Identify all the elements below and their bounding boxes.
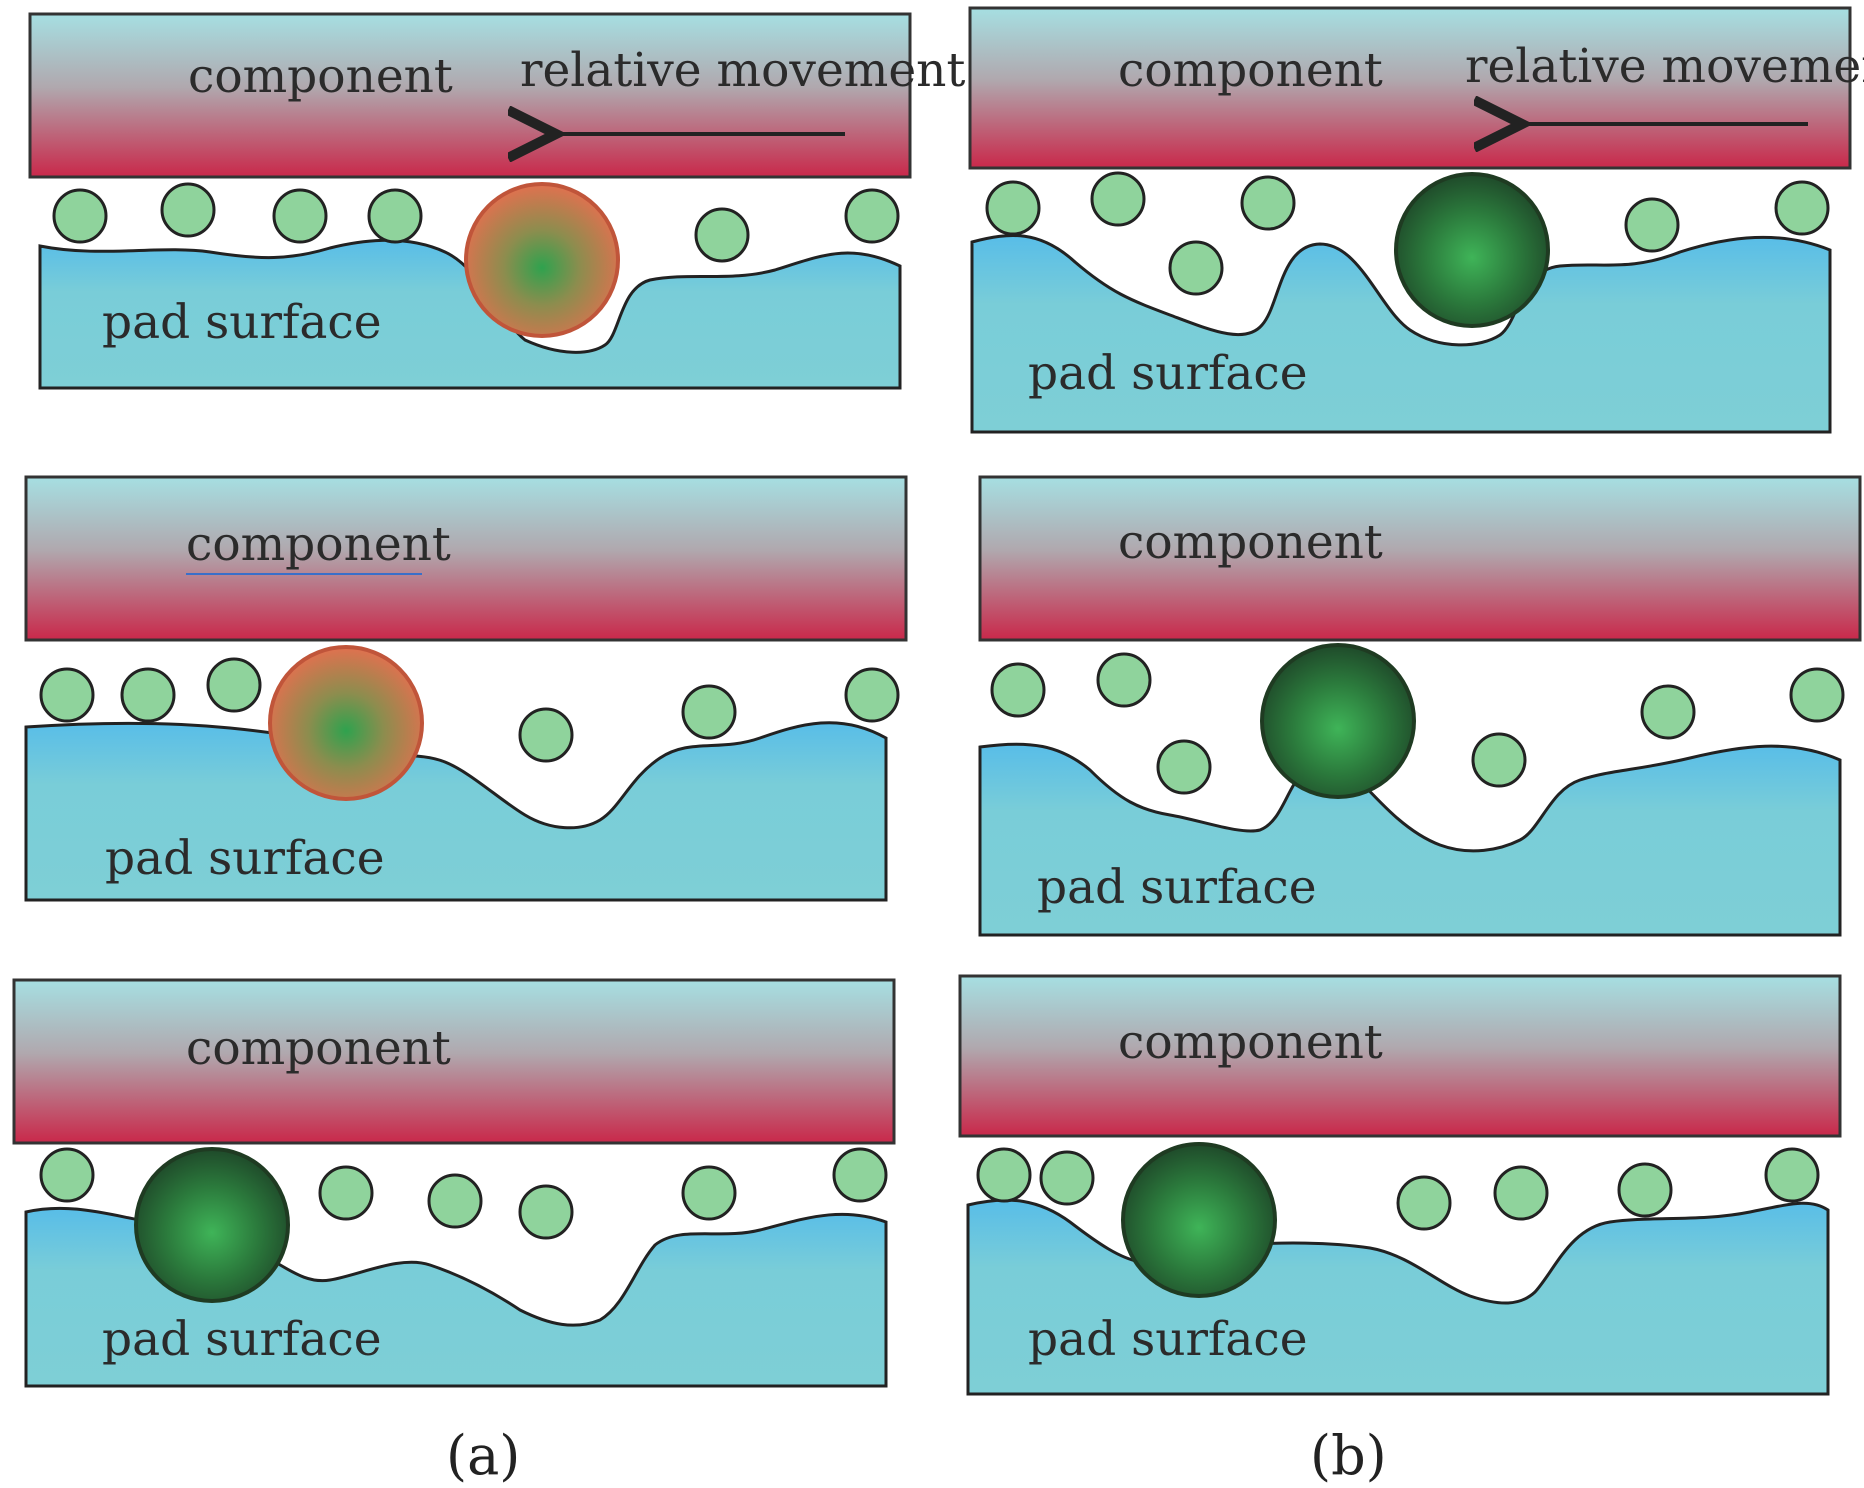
small-particle <box>52 188 108 244</box>
movement-label: relative movement <box>520 43 965 98</box>
small-particle <box>39 667 95 723</box>
abrasive-particles <box>990 652 1845 795</box>
pad-label: pad surface <box>102 295 382 350</box>
panel-b1: component relative movement pad surface <box>968 6 1864 434</box>
pad-surface <box>38 238 902 390</box>
pad-label: pad surface <box>1037 860 1317 915</box>
caption-b: (b) <box>1310 1424 1387 1487</box>
component-block <box>978 475 1862 642</box>
small-particle <box>39 1147 95 1203</box>
small-particle <box>120 667 176 723</box>
small-particle <box>681 684 737 740</box>
small-particle <box>318 1165 374 1221</box>
movement-label: relative movement <box>1465 39 1864 94</box>
small-particle <box>206 657 262 713</box>
small-particle <box>518 1184 574 1240</box>
small-particle <box>1471 732 1527 788</box>
small-particle <box>990 662 1046 718</box>
pad-label: pad surface <box>102 1312 382 1367</box>
abrasive-particles <box>39 657 900 763</box>
component-label: component <box>188 49 453 104</box>
panel-b3: component pad surface <box>958 974 1842 1396</box>
large-particle-red <box>464 182 620 338</box>
small-particle <box>844 188 900 244</box>
small-particle <box>976 1147 1032 1203</box>
small-particle <box>681 1165 737 1221</box>
abrasive-particles <box>976 1147 1820 1231</box>
small-particle <box>1617 1162 1673 1218</box>
small-particle <box>844 667 900 723</box>
small-particle <box>694 207 750 263</box>
small-particle <box>1156 739 1212 795</box>
panel-a2: component pad surface <box>24 475 908 902</box>
component-label: component <box>1118 1015 1383 1070</box>
abrasive-particles <box>985 171 1830 296</box>
pad-surface <box>978 742 1842 937</box>
small-particle <box>518 707 574 763</box>
panel-a1: component relative movement pad surface <box>28 12 965 390</box>
small-particle <box>1789 667 1845 723</box>
component-block <box>24 475 908 642</box>
pad-surface <box>24 721 888 902</box>
large-particle-green <box>134 1147 290 1303</box>
component-label: component <box>186 517 451 572</box>
small-particle <box>985 180 1041 236</box>
large-particle-red <box>268 645 424 801</box>
small-particle <box>1039 1150 1095 1206</box>
small-particle <box>1168 240 1224 296</box>
pad-surface <box>966 1198 1830 1396</box>
abrasive-particles <box>39 1147 888 1240</box>
small-particle <box>1640 684 1696 740</box>
component-label: component <box>1118 515 1383 570</box>
component-label: component <box>186 1021 451 1076</box>
panel-b2: component pad surface <box>978 475 1862 937</box>
small-particle <box>1624 197 1680 253</box>
small-particle <box>1774 180 1830 236</box>
component-block <box>28 12 912 179</box>
component-block <box>968 6 1852 170</box>
pad-label: pad surface <box>1028 346 1308 401</box>
panel-a3: component pad surface <box>12 978 896 1388</box>
small-particle <box>160 182 216 238</box>
small-particle <box>1396 1175 1452 1231</box>
component-label: component <box>1118 43 1383 98</box>
small-particle <box>427 1173 483 1229</box>
small-particle <box>1764 1147 1820 1203</box>
component-block <box>12 978 896 1145</box>
small-particle <box>1240 175 1296 231</box>
component-block <box>958 974 1842 1138</box>
large-particle-green <box>1394 172 1550 328</box>
small-particle <box>1096 652 1152 708</box>
large-particle-green <box>1260 643 1416 799</box>
pad-label: pad surface <box>1028 1312 1308 1367</box>
small-particle <box>367 188 423 244</box>
abrasive-particles <box>52 182 900 263</box>
pad-label: pad surface <box>105 831 385 886</box>
small-particle <box>832 1147 888 1203</box>
small-particle <box>1090 171 1146 227</box>
large-particle-green <box>1121 1142 1277 1298</box>
pad-surface <box>970 234 1832 434</box>
small-particle <box>272 188 328 244</box>
caption-a: (a) <box>446 1424 520 1487</box>
small-particle <box>1493 1165 1549 1221</box>
